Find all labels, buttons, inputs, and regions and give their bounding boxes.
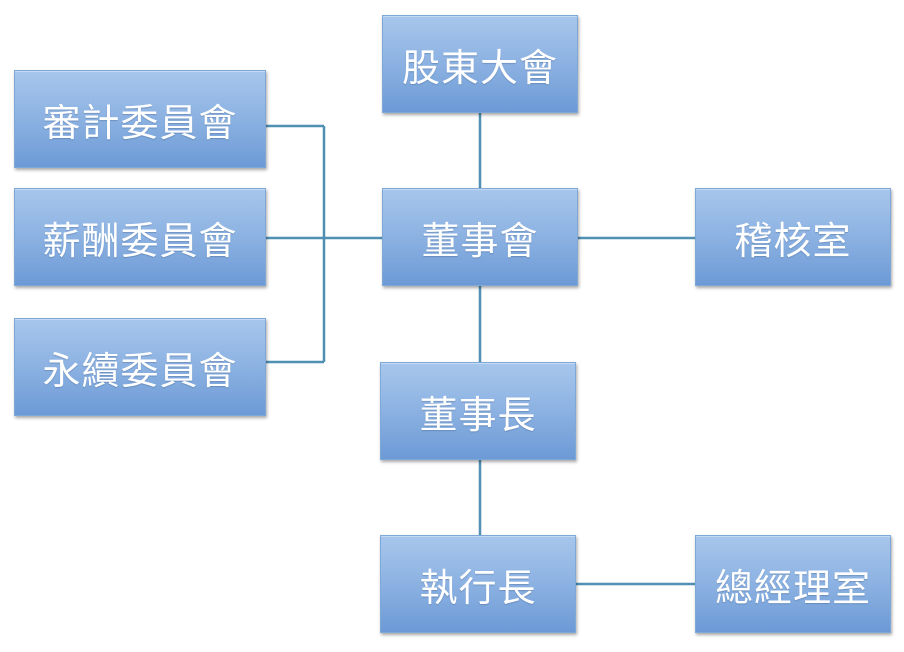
node-remuneration-committee: 薪酬委員會 (14, 188, 266, 286)
node-chairman: 董事長 (380, 362, 576, 460)
node-sustainability-committee: 永續委員會 (14, 318, 266, 416)
node-general-manager-office: 總經理室 (695, 535, 891, 633)
node-shareholders-meeting: 股東大會 (382, 15, 578, 113)
node-audit-office: 稽核室 (695, 188, 891, 286)
node-audit-committee: 審計委員會 (14, 70, 266, 168)
node-ceo: 執行長 (380, 535, 576, 633)
node-board-of-directors: 董事會 (382, 188, 578, 286)
